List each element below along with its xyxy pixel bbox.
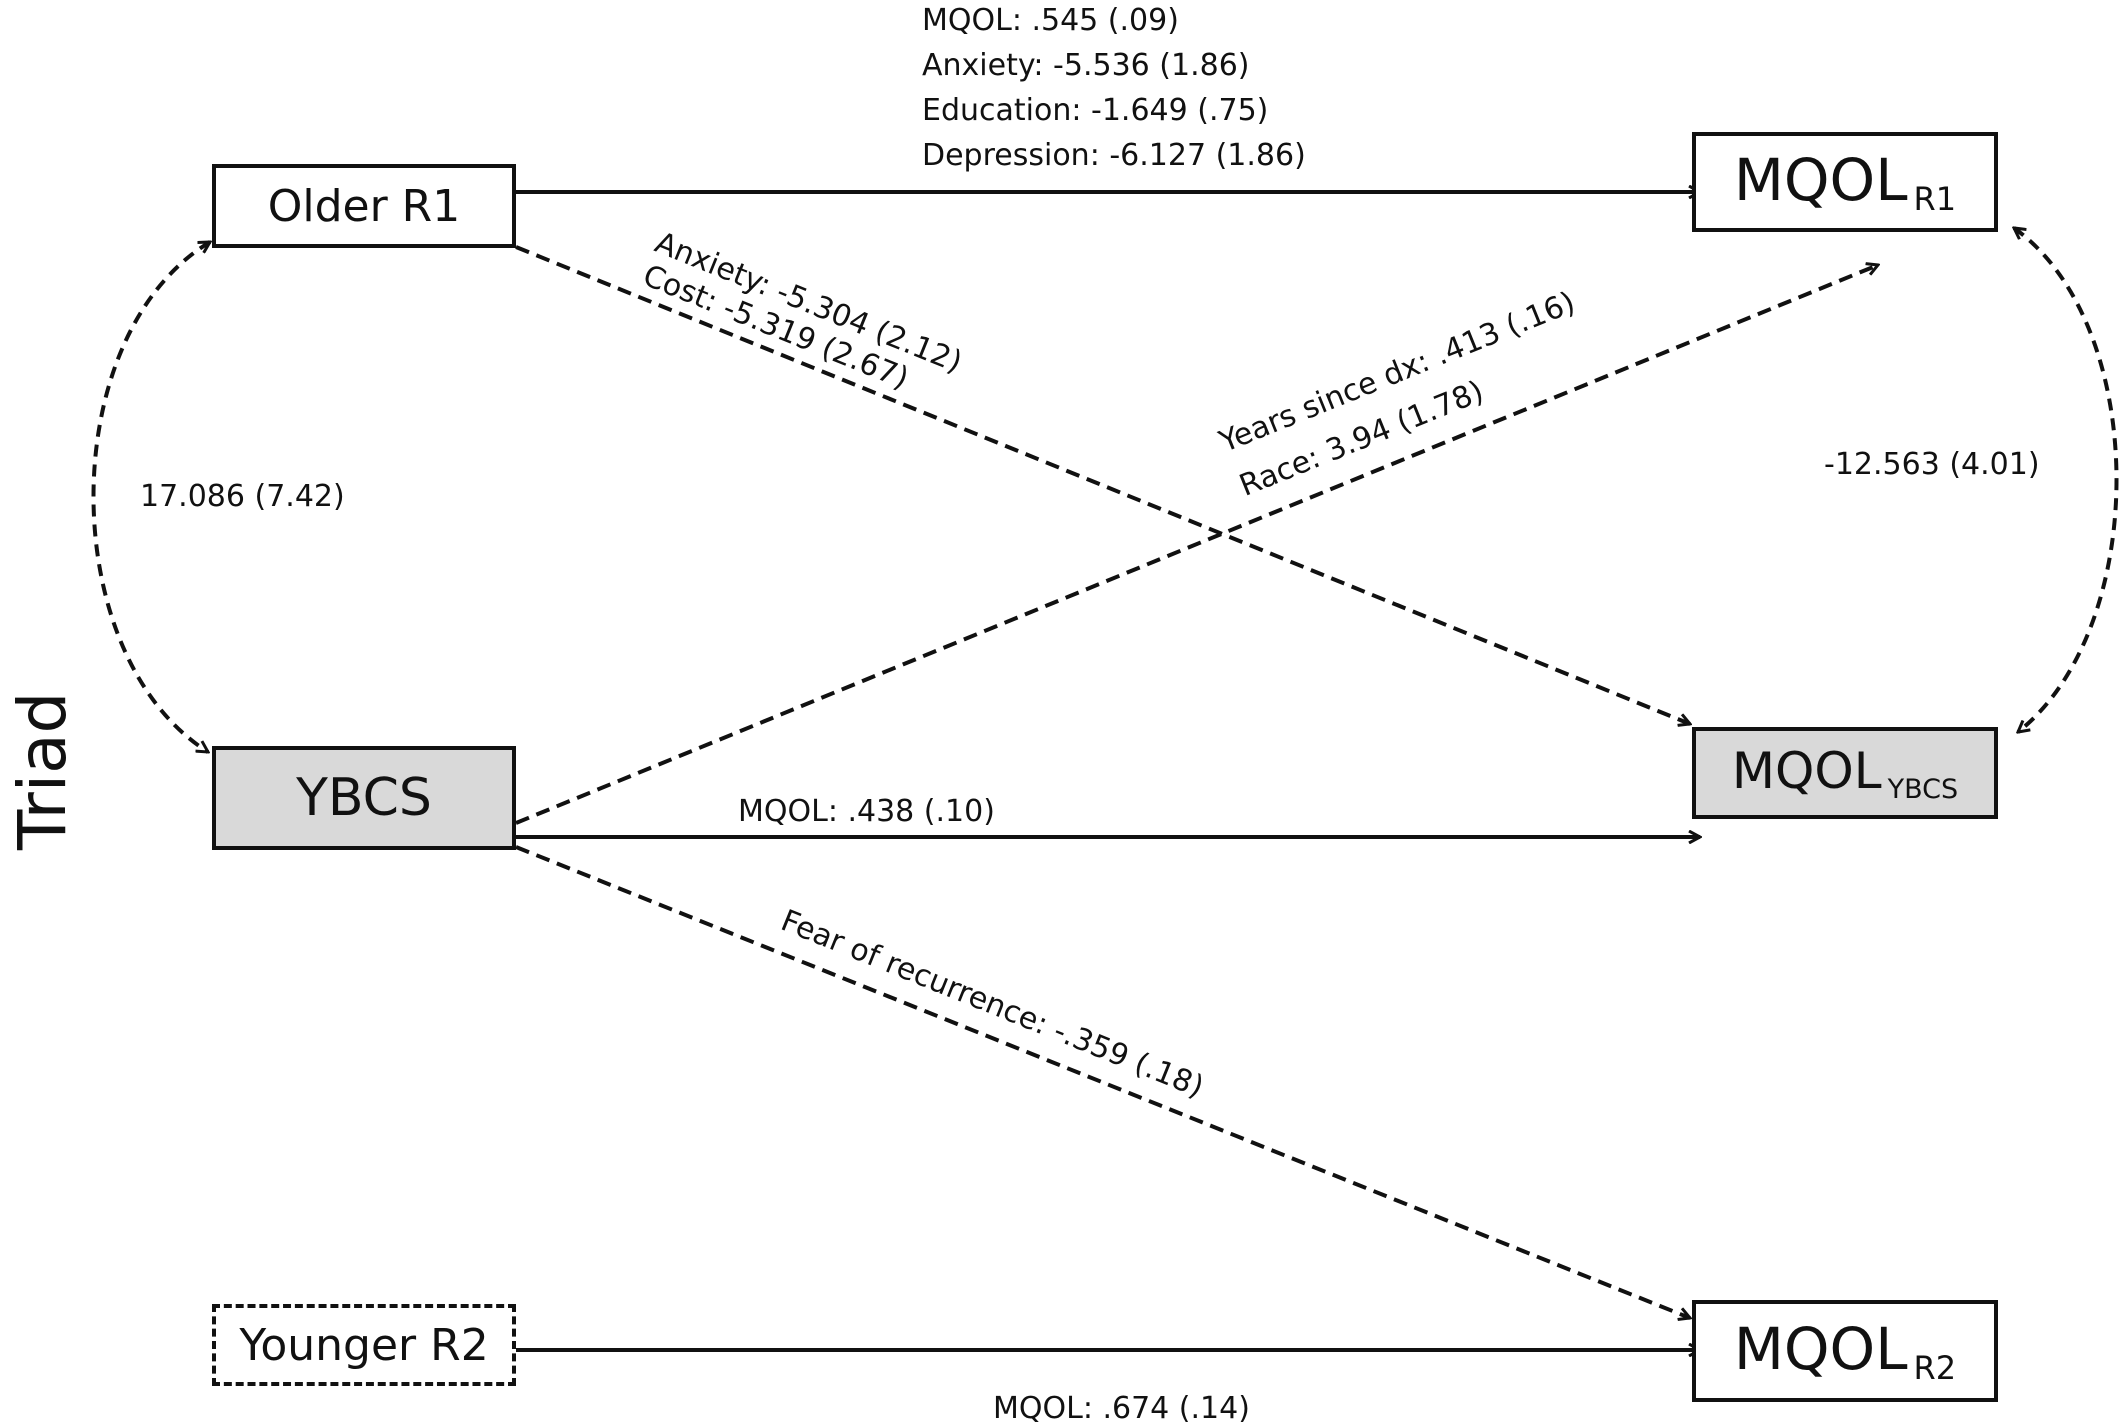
path-label: Education: -1.649 (.75) [922, 93, 1269, 128]
node-label-subscript: YBCS [1887, 773, 1959, 805]
path-ybcs-to-mqol-r2 [515, 845, 1690, 1318]
node-label-main: MQOL [1733, 146, 1908, 214]
covariance-label-left: 17.086 (7.42) [140, 479, 345, 514]
path-label: Anxiety: -5.536 (1.86) [922, 48, 1250, 83]
node-label: Older R1 [267, 180, 461, 232]
node-label: Younger R2 [239, 1319, 489, 1371]
node-label-subscript: R1 [1913, 180, 1957, 218]
node-younger-r2: Younger R2 [212, 1304, 516, 1386]
path-ybcs-to-mqol-r1 [515, 265, 1878, 825]
path-label: Depression: -6.127 (1.86) [922, 138, 1306, 173]
covariance-arc-right [2014, 228, 2119, 732]
path-label: MQOL: .545 (.09) [922, 3, 1179, 38]
triad-label: Triad [4, 691, 81, 850]
node-label: YBCS [296, 768, 432, 828]
covariance-arc-left [91, 240, 210, 754]
node-label-main: MQOL [1731, 741, 1882, 800]
path-label: MQOL: .438 (.10) [738, 794, 995, 829]
covariance-label-right: -12.563 (4.01) [1824, 447, 2040, 482]
path-older-to-mqol-ybcs [515, 245, 1690, 724]
path-label: MQOL: .674 (.14) [993, 1391, 1250, 1426]
node-label-main: MQOL [1733, 1315, 1908, 1383]
node-ybcs: YBCS [212, 746, 516, 850]
node-label-subscript: R2 [1913, 1349, 1957, 1387]
node-older-r1: Older R1 [212, 164, 516, 248]
